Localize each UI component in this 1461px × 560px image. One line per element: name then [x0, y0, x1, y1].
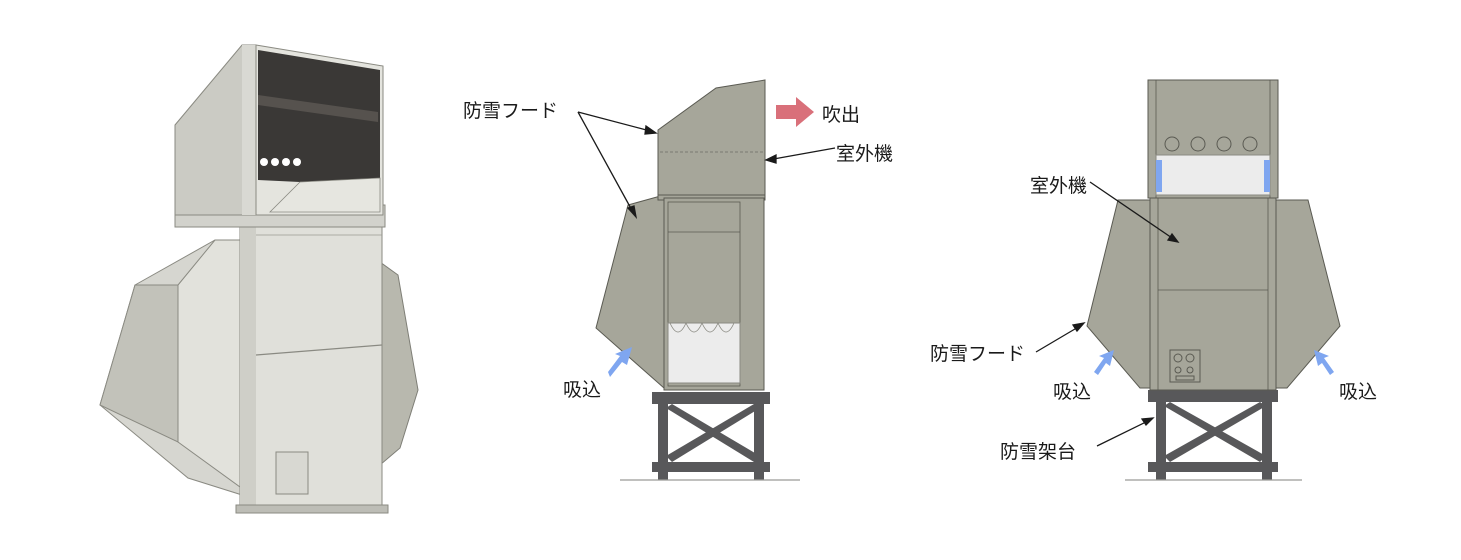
label-intake-side: 吸込 — [563, 379, 601, 401]
coil-front — [1155, 154, 1271, 196]
side-hood-right-3d — [379, 261, 419, 467]
label-snow-hood-side: 防雪フード — [463, 100, 558, 122]
side-hood-front-left — [1086, 199, 1151, 389]
snow-stand-side — [652, 392, 770, 480]
top-hood-side — [657, 79, 766, 201]
fan-grille-holes-3d — [260, 158, 301, 166]
discharge-arrow — [776, 97, 814, 127]
cabinet-3d — [239, 221, 383, 511]
label-outdoor-unit-front: 室外機 — [1030, 175, 1087, 197]
outdoor-unit-3d-view — [99, 44, 419, 514]
label-discharge: 吹出 — [822, 104, 860, 126]
leader-lines — [577, 111, 1180, 447]
label-intake-front-left: 吸込 — [1053, 381, 1091, 403]
cabinet-front — [1149, 194, 1277, 391]
label-outdoor-unit-side: 室外機 — [836, 143, 893, 165]
service-panel-3d — [275, 451, 309, 495]
fan-holes-front — [1164, 136, 1258, 152]
intake-arrow-front-left — [1094, 350, 1114, 375]
hood-opening-3d — [258, 50, 380, 182]
control-panel-front — [1169, 349, 1201, 383]
intake-arrow-side — [608, 347, 632, 377]
outdoor-unit-side-view — [595, 79, 814, 481]
label-snow-hood-front: 防雪フード — [930, 343, 1025, 365]
coil-section-side — [667, 322, 741, 384]
intake-arrow-front-right — [1314, 350, 1334, 375]
label-snow-stand: 防雪架台 — [1000, 441, 1076, 463]
outdoor-unit-front-view — [1086, 79, 1341, 481]
snow-stand-front — [1148, 390, 1278, 480]
label-intake-front-right: 吸込 — [1339, 381, 1377, 403]
side-hood-front-right — [1275, 199, 1341, 389]
side-hood-side — [595, 194, 665, 390]
